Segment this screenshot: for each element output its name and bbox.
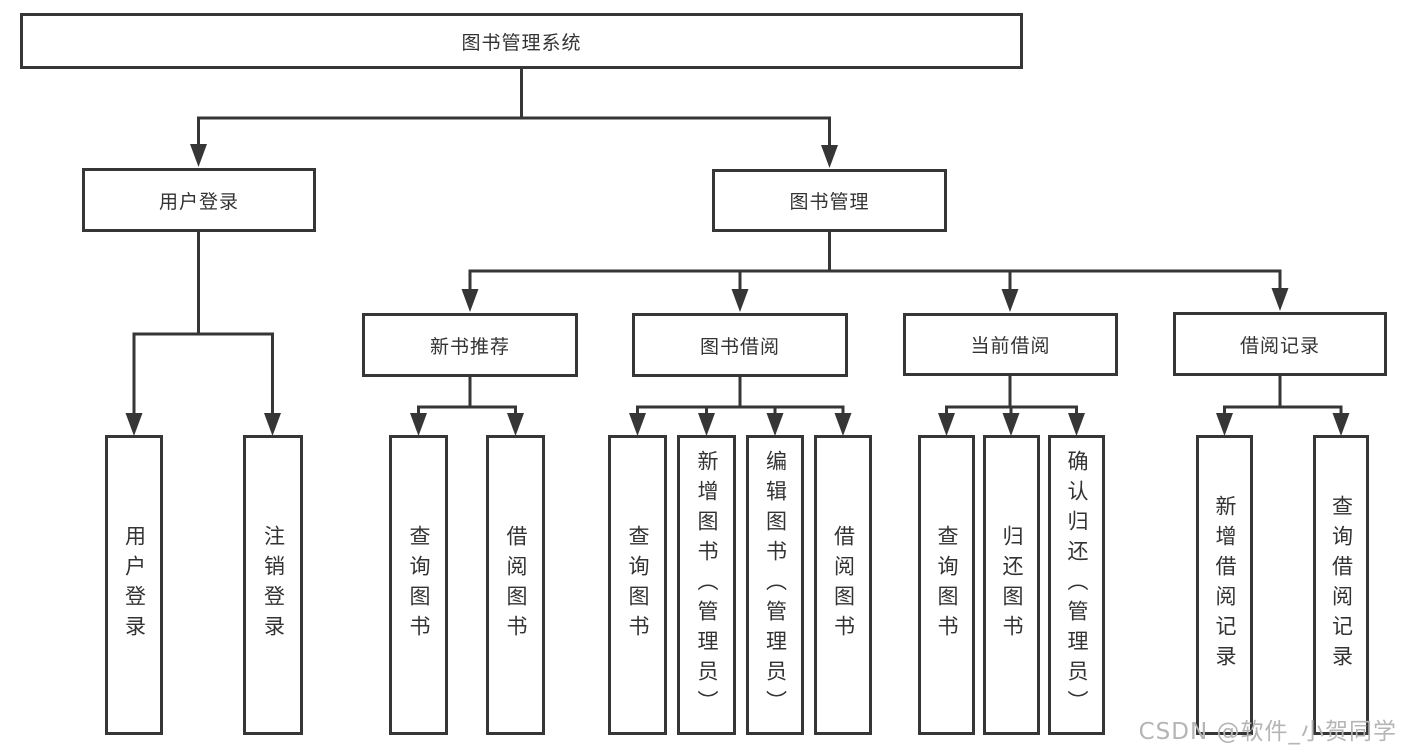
node-cb-confirm-return-admin-label: 确认归还（管理员） — [1065, 450, 1089, 720]
node-system-label: 图书管理系统 — [461, 31, 582, 54]
node-current-borrow-label: 当前借阅 — [970, 335, 1051, 357]
node-bb-borrow-books: 借阅图书 — [814, 435, 872, 735]
node-bb-edit-books-admin-label: 编辑图书（管理员） — [763, 450, 788, 720]
node-current-borrow: 当前借阅 — [903, 313, 1118, 376]
node-ul-user-login-label: 用户登录 — [122, 525, 147, 645]
node-cb-return-books-label: 归还图书 — [1000, 525, 1024, 645]
node-br-add-record: 新增借阅记录 — [1196, 435, 1253, 735]
node-bb-add-books-admin: 新增图书（管理员） — [677, 435, 736, 735]
node-nb-borrow-books: 借阅图书 — [486, 435, 545, 735]
node-nb-query-books-label: 查询图书 — [407, 525, 431, 645]
node-book-mgmt: 图书管理 — [712, 169, 947, 232]
node-nb-query-books: 查询图书 — [389, 435, 448, 735]
node-ul-logout-label: 注销登录 — [261, 525, 286, 645]
node-user-login-label: 用户登录 — [158, 190, 239, 213]
node-bb-add-books-admin-label: 新增图书（管理员） — [695, 450, 719, 720]
node-bb-borrow-books-label: 借阅图书 — [831, 525, 856, 645]
node-bb-query-books-label: 查询图书 — [626, 525, 650, 645]
node-br-query-record: 查询借阅记录 — [1313, 435, 1369, 735]
node-ul-user-login: 用户登录 — [105, 435, 163, 735]
node-cb-query-books: 查询图书 — [918, 435, 975, 735]
node-book-borrow: 图书借阅 — [632, 313, 848, 377]
node-borrow-record: 借阅记录 — [1173, 312, 1387, 376]
node-system: 图书管理系统 — [20, 13, 1023, 69]
node-bb-edit-books-admin: 编辑图书（管理员） — [746, 435, 804, 735]
node-br-add-record-label: 新增借阅记录 — [1213, 495, 1237, 675]
watermark: CSDN @软件_小贺同学 — [1138, 719, 1397, 745]
node-bb-query-books: 查询图书 — [608, 435, 667, 735]
node-cb-confirm-return-admin: 确认归还（管理员） — [1048, 435, 1105, 735]
node-book-borrow-label: 图书借阅 — [699, 335, 780, 358]
node-ul-logout: 注销登录 — [243, 435, 303, 735]
node-nb-borrow-books-label: 借阅图书 — [504, 525, 528, 645]
node-cb-return-books: 归还图书 — [983, 435, 1040, 735]
node-new-book-recommend-label: 新书推荐 — [429, 335, 510, 358]
node-cb-query-books-label: 查询图书 — [935, 525, 959, 645]
node-user-login: 用户登录 — [82, 168, 316, 232]
node-new-book-recommend: 新书推荐 — [362, 313, 578, 377]
node-book-mgmt-label: 图书管理 — [789, 191, 870, 213]
node-borrow-record-label: 借阅记录 — [1239, 334, 1320, 357]
node-br-query-record-label: 查询借阅记录 — [1329, 495, 1354, 675]
